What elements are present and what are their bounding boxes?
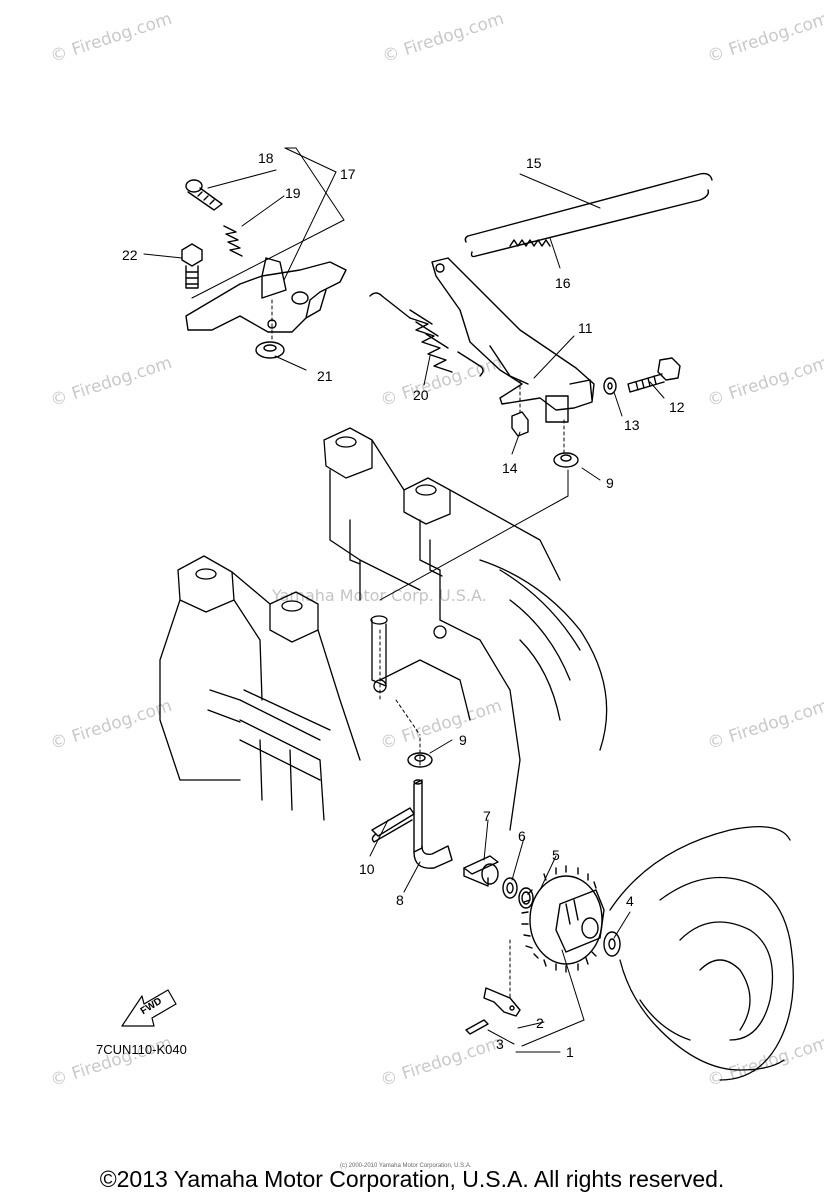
weight-2 xyxy=(484,988,520,1016)
callout-18: 18 xyxy=(258,150,274,166)
callout-7: 7 xyxy=(483,808,491,824)
callout-15: 15 xyxy=(526,155,542,171)
rod-15 xyxy=(465,174,712,242)
callout-12: 12 xyxy=(669,399,685,415)
shaft-8 xyxy=(414,780,452,868)
callout-20: 20 xyxy=(413,387,429,403)
washer-21 xyxy=(256,342,284,358)
rod-16 xyxy=(472,190,709,257)
callout-6: 6 xyxy=(518,828,526,844)
spring-20 xyxy=(370,293,483,376)
washer-13 xyxy=(604,378,616,394)
callout-19: 19 xyxy=(285,185,301,201)
callout-2: 2 xyxy=(536,1015,544,1031)
small-print: (c) 2000-2010 Yamaha Motor Corporation, … xyxy=(340,1163,472,1169)
washer-9-lower xyxy=(408,753,432,767)
copyright-footer: ©2013 Yamaha Motor Corporation, U.S.A. A… xyxy=(99,1166,725,1192)
callout-9-lower: 9 xyxy=(459,732,467,748)
bolt-22 xyxy=(182,244,202,288)
lever-11 xyxy=(432,258,594,422)
callout-3: 3 xyxy=(496,1036,504,1052)
ring-5 xyxy=(519,888,533,908)
callout-4: 4 xyxy=(626,893,634,909)
callout-5: 5 xyxy=(552,847,560,863)
callout-21: 21 xyxy=(317,368,333,384)
washer-4 xyxy=(604,932,620,956)
callout-8: 8 xyxy=(396,892,404,908)
callout-11: 11 xyxy=(578,320,593,336)
callout-10: 10 xyxy=(359,861,375,877)
watermark-center: Yamaha Motor Corp. U.S.A. xyxy=(272,586,487,605)
housing-cover xyxy=(610,827,793,1080)
figure-code: 7CUN110-K040 xyxy=(96,1042,187,1057)
crankcase xyxy=(160,428,607,830)
pin-10 xyxy=(372,808,414,842)
bushing-7 xyxy=(464,856,498,886)
callout-16: 16 xyxy=(555,275,571,291)
bracket-17 xyxy=(186,258,346,332)
block-14 xyxy=(512,412,528,436)
pin-3 xyxy=(466,1020,488,1034)
callout-22: 22 xyxy=(122,247,138,263)
callout-1: 1 xyxy=(566,1044,574,1060)
governor-gear-1 xyxy=(522,866,604,972)
fwd-arrow-icon xyxy=(122,990,176,1026)
callout-14: 14 xyxy=(502,460,518,476)
washer-9-upper xyxy=(554,453,578,467)
callout-13: 13 xyxy=(624,417,640,433)
bolt-12 xyxy=(628,358,680,392)
washer-6 xyxy=(503,878,517,898)
callout-9-upper: 9 xyxy=(606,475,614,491)
spring-19 xyxy=(224,226,242,256)
leader-lines xyxy=(144,148,664,1052)
bolt-18 xyxy=(186,180,222,210)
callout-17: 17 xyxy=(340,166,356,182)
